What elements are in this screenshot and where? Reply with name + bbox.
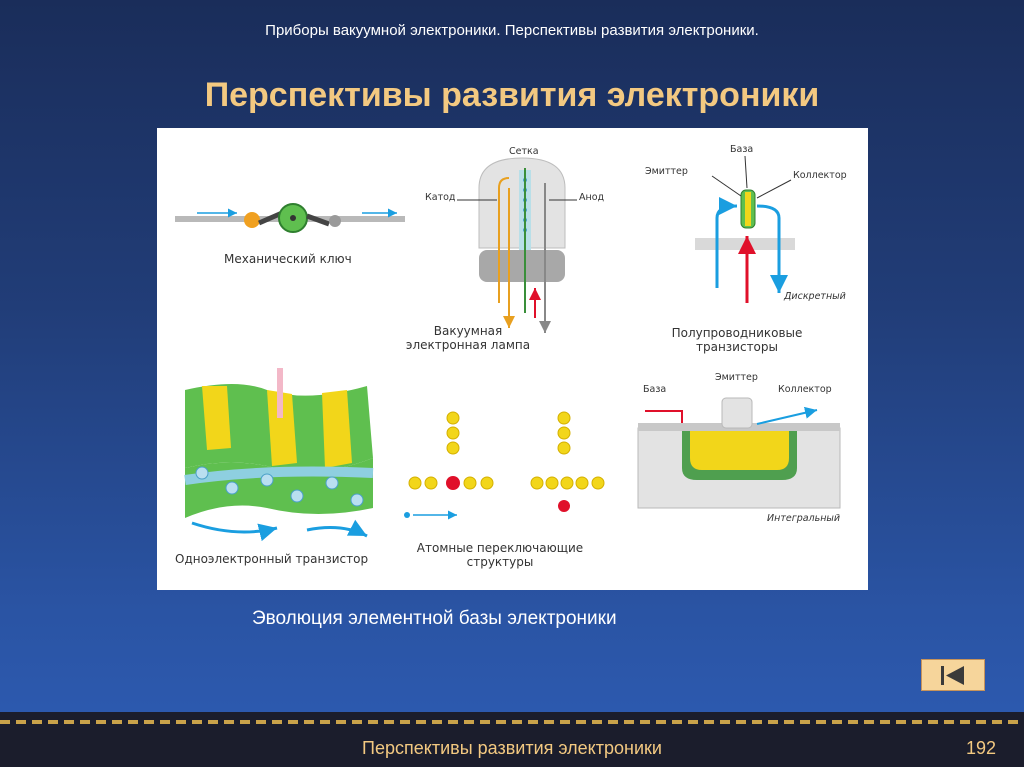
label-vacuum-tube-1: Вакуумная [433,324,503,338]
label-emitter-2: Эмиттер [715,372,758,383]
label-cathode: Катод [425,192,456,203]
footer-stripe [0,720,1024,724]
first-slide-button[interactable] [921,659,985,691]
figure-drawing [175,155,841,542]
atomic-structures-drawing [404,411,605,520]
label-semiconductor-1: Полупроводниковые [671,326,803,340]
integrated-transistor-drawing [637,397,841,509]
vacuum-tube-drawing [457,157,577,333]
label-mechanical-switch: Механический ключ [224,252,352,266]
label-base-2: База [643,384,667,395]
label-atomic-2: структуры [466,555,534,569]
label-single-electron: Одноэлектронный транзистор [175,552,369,566]
figure-caption: Эволюция элементной базы электроники [252,608,617,629]
label-anode: Анод [579,192,605,203]
label-collector: Коллектор [793,170,847,181]
slide-title: Перспективы развития электроники [204,76,820,114]
label-integrated: Интегральный [767,513,841,524]
label-semiconductor-2: транзисторы [695,340,778,354]
skip-to-start-icon [941,666,964,685]
label-atomic-1: Атомные переключающие [416,541,584,555]
label-vacuum-tube-2: электронная лампа [405,338,531,352]
discrete-transistor-drawing [695,155,795,303]
footer-title: Перспективы развития электроники [362,738,662,758]
label-grid: Сетка [509,146,539,157]
label-collector-2: Коллектор [778,384,832,395]
single-electron-transistor-drawing [184,368,374,542]
mechanical-switch-drawing [175,203,405,233]
electronics-evolution-figure: Механический ключ Сетка Катод Анод Вакуу… [157,128,868,590]
label-discrete: Дискретный [784,291,846,302]
slide-header: Приборы вакуумной электроники. Перспекти… [265,22,759,39]
label-base: База [730,144,754,155]
page-number: 192 [965,738,996,758]
label-emitter: Эмиттер [645,166,688,177]
